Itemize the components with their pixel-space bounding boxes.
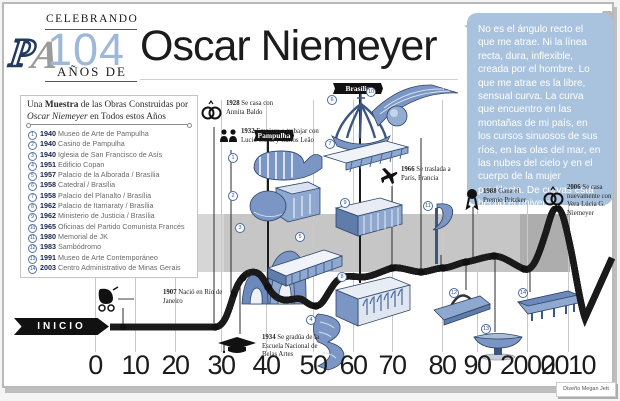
- decade-label: 20: [161, 350, 190, 380]
- inicio-banner: INICIO: [14, 318, 109, 335]
- event-1928: 1928 Se casa con Annita Baldo: [201, 100, 284, 120]
- gridline: [527, 100, 528, 352]
- event-1966: 1966 Se traslada a París, Francia: [381, 166, 453, 184]
- baby-carriage-icon: [98, 286, 134, 312]
- gridline: [313, 100, 314, 352]
- brasilia-group-label: Brasília: [333, 83, 383, 94]
- decade-label: 40: [252, 350, 281, 380]
- anos-de-label: AÑOS DE: [57, 64, 127, 79]
- badge-4: 4: [306, 315, 316, 325]
- decade-label: 10: [121, 350, 150, 380]
- event-1932: 1932 Empieza a trabajar con Lucio Costa …: [220, 128, 321, 145]
- building-palacio-planalto: [322, 140, 410, 173]
- people-icon: [220, 129, 237, 142]
- building-partido-comunista-frances: [371, 84, 459, 127]
- badge-13: 13: [481, 324, 491, 334]
- badge-14: 14: [518, 288, 528, 298]
- badge-8: 8: [337, 272, 347, 282]
- gridline: [266, 100, 267, 352]
- dimension-line: [26, 122, 192, 128]
- title-underline: [140, 79, 458, 80]
- works-heading: Una Muestra de las Obras Construidas por…: [27, 100, 189, 122]
- decade-label: 50: [299, 350, 328, 380]
- gridline: [221, 100, 222, 352]
- buildings: [241, 84, 580, 371]
- graduation-cap-icon: [218, 337, 256, 354]
- wedding-rings-icon: [543, 186, 564, 206]
- quote-text: No es el ángulo recto el que me atrae. N…: [478, 24, 601, 210]
- badge-5: 5: [295, 232, 305, 242]
- building-edificio-copan: [313, 313, 345, 371]
- badge-3: 3: [235, 223, 245, 233]
- works-panel: Una Muestra de las Obras Construidas por…: [20, 95, 198, 278]
- badge-11: 11: [423, 201, 433, 211]
- building-casino-pampulha: [249, 181, 322, 223]
- badge-12: 12: [449, 288, 459, 298]
- header-rule-top: [45, 29, 137, 30]
- quote-bubble: No es el ángulo recto el que me atrae. N…: [464, 13, 613, 209]
- gray-band-light: [197, 214, 224, 272]
- event-1907: 1907 Nació en Río de Janeiro: [98, 286, 233, 312]
- pampulha-group-label: Pampulha: [254, 130, 294, 141]
- celebrando-label: CELEBRANDO: [46, 13, 139, 25]
- medal-icon: [465, 189, 479, 210]
- badge-10: 10: [366, 87, 376, 97]
- building-palacio-alborada: [266, 249, 344, 287]
- decade-label: 2010: [540, 350, 597, 380]
- building-museo-pampulha: [253, 150, 323, 181]
- page-title: Oscar Niemeyer: [140, 22, 438, 70]
- connector-lines: [122, 127, 531, 334]
- wedding-rings-icon: [201, 100, 222, 120]
- airplane-icon: [381, 168, 398, 184]
- badge-2: 2: [228, 191, 238, 201]
- building-ministerio-justicia: [334, 197, 404, 237]
- badge-1: 1: [228, 153, 238, 163]
- building-museo-arte-contemporaneo: [473, 333, 523, 361]
- event-1988: 1988 Gana el Premio Pritzker: [465, 188, 537, 210]
- event-2006: 2006 Se casa nuevamente con Vera Lúcia G…: [543, 184, 617, 218]
- decade-label: 70: [378, 350, 407, 380]
- building-palacio-itamaraty: [334, 276, 412, 327]
- badge-7: 7: [325, 139, 335, 149]
- badge-6: 6: [327, 95, 337, 105]
- building-memorial-jk: [432, 203, 454, 264]
- event-1934: 1934 Se gradúa de la Escuela Nacional de…: [218, 334, 334, 360]
- decade-label: 0: [88, 350, 103, 380]
- decade-label: 2000: [499, 350, 556, 380]
- gridline: [477, 100, 478, 352]
- building-sambodromo: [433, 294, 491, 326]
- decade-label: 30: [207, 350, 236, 380]
- header-rule-bottom: [45, 81, 137, 82]
- badge-9: 9: [340, 198, 350, 208]
- decade-label: 60: [339, 350, 368, 380]
- road-nodes: [119, 204, 561, 331]
- decade-label: 80: [428, 350, 457, 380]
- years-number: 104: [47, 24, 126, 75]
- design-credit: Diseño Megan Jett: [556, 382, 616, 397]
- decade-label: 90: [463, 350, 492, 380]
